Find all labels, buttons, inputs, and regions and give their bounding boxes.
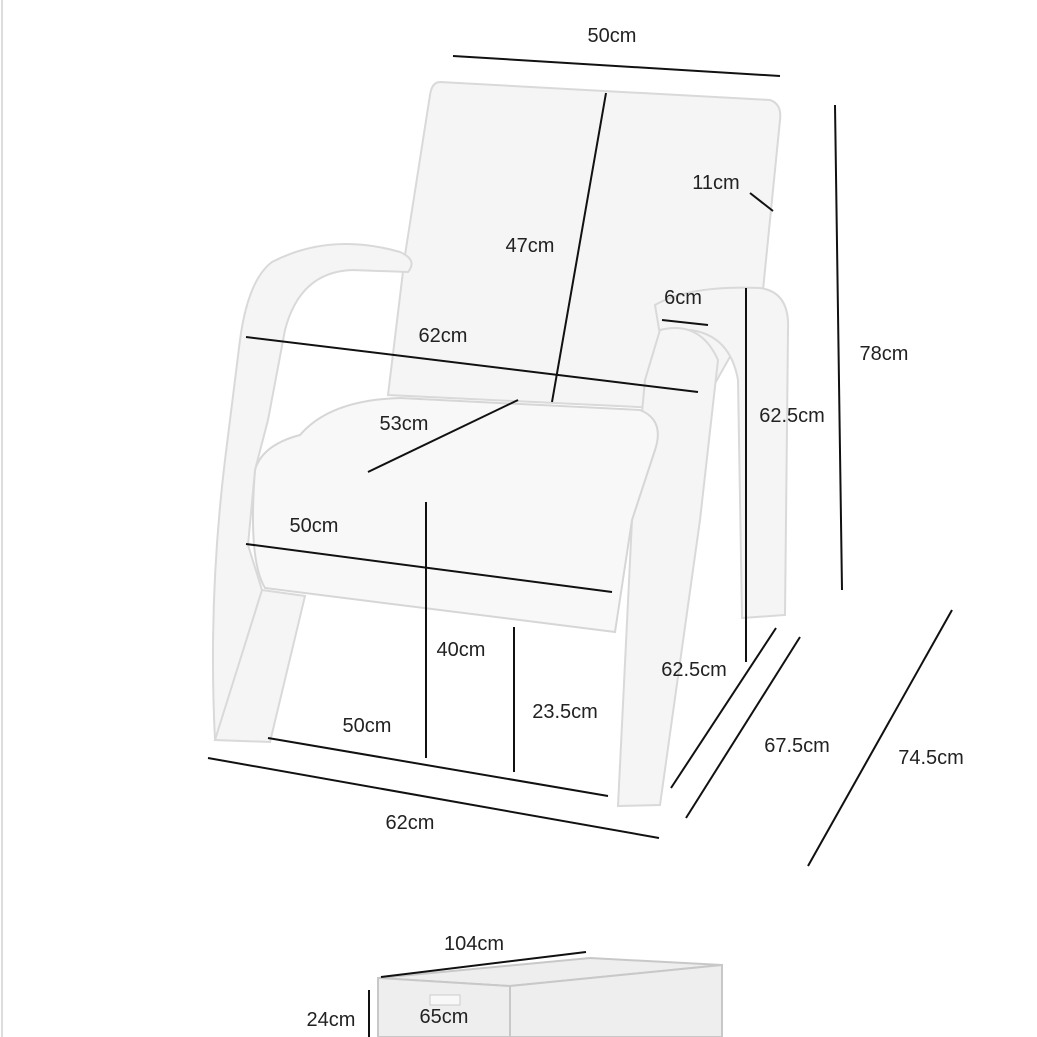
dim-line-package-length xyxy=(380,951,587,978)
dim-line-overall-height xyxy=(834,104,843,591)
dim-line-seat-depth xyxy=(367,399,519,473)
label-back-width: 50cm xyxy=(588,25,637,47)
chair-illustration xyxy=(211,80,790,808)
dim-line-seat-width xyxy=(245,543,613,593)
dim-line-back-width xyxy=(452,55,781,77)
box-side xyxy=(509,963,723,1037)
label-package-length: 104cm xyxy=(444,933,504,955)
label-front-arm-height: 62.5cm xyxy=(661,659,727,681)
label-overall-depth: 74.5cm xyxy=(898,747,964,769)
label-overall-height: 78cm xyxy=(860,343,909,365)
label-armrest-span: 62cm xyxy=(419,325,468,347)
label-seat-width: 50cm xyxy=(290,515,339,537)
label-base-depth: 67.5cm xyxy=(764,735,830,757)
label-clearance-height: 23.5cm xyxy=(532,701,598,723)
label-back-depth: 11cm xyxy=(692,172,739,194)
dim-line-back-height xyxy=(551,92,607,403)
dim-line-leg-width xyxy=(267,737,609,797)
dim-line-back-depth xyxy=(749,192,774,212)
dim-line-overall-width xyxy=(207,757,660,839)
package-box xyxy=(377,956,723,1037)
chair-left-front-leg xyxy=(213,588,307,744)
label-overall-width: 62cm xyxy=(386,812,435,834)
chair-right-armrest xyxy=(653,286,790,620)
dim-line-overall-depth xyxy=(807,609,953,867)
box-tape xyxy=(429,994,461,1006)
label-package-height: 24cm xyxy=(307,1009,356,1031)
dim-line-base-depth xyxy=(685,636,801,819)
dim-line-front-arm-height xyxy=(670,627,777,789)
dimension-lines xyxy=(207,55,953,1037)
label-package-width: 65cm xyxy=(420,1006,469,1028)
chair-left-armrest xyxy=(211,243,413,741)
dim-line-armrest-span xyxy=(245,336,699,393)
box-front xyxy=(377,976,511,1037)
label-back-height: 47cm xyxy=(506,235,555,257)
label-seat-height: 40cm xyxy=(437,639,486,661)
dimension-labels: 50cm 11cm 47cm 6cm 62cm 78cm 62.5cm 53cm… xyxy=(290,25,964,1031)
label-seat-depth: 53cm xyxy=(380,413,429,435)
dim-line-arm-width xyxy=(661,319,709,326)
label-arm-height: 62.5cm xyxy=(759,405,825,427)
label-leg-width: 50cm xyxy=(343,715,392,737)
label-arm-width: 6cm xyxy=(664,287,702,309)
